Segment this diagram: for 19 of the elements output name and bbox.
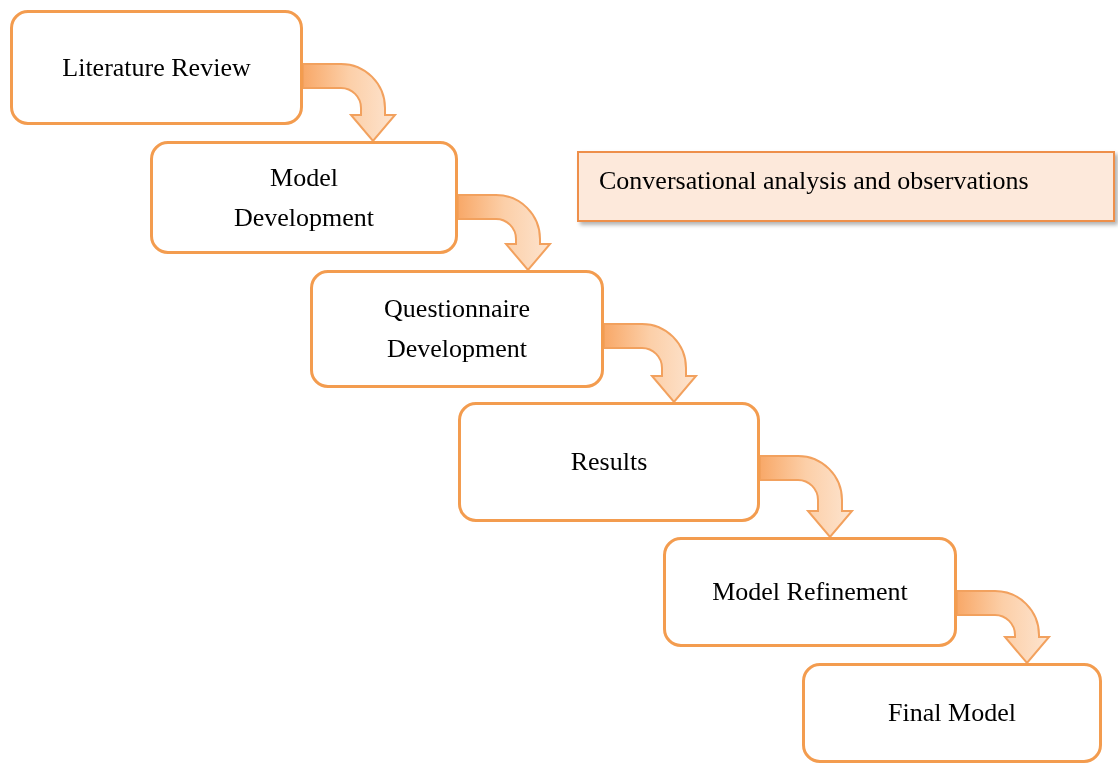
process-box [310, 270, 604, 388]
process-box [150, 141, 458, 254]
process-box [10, 10, 303, 125]
step-text: Results [570, 446, 648, 478]
bent-arrow [759, 455, 853, 538]
step-text: Literature Review [62, 51, 251, 84]
note-box [577, 151, 1115, 222]
bent-arrow [603, 323, 697, 403]
step-text: Questionnaire Development [383, 293, 531, 365]
bent-arrow [956, 590, 1050, 664]
step-text: Final Model [888, 697, 1016, 729]
bent-arrow [302, 63, 396, 142]
step-text: Model Development [232, 161, 376, 234]
process-box [802, 663, 1102, 763]
step-text: Model Refinement [712, 576, 908, 608]
bent-arrow [457, 194, 551, 271]
note-text: Conversational analysis and observations [599, 165, 1030, 197]
process-box [458, 402, 760, 522]
process-box [663, 537, 957, 647]
